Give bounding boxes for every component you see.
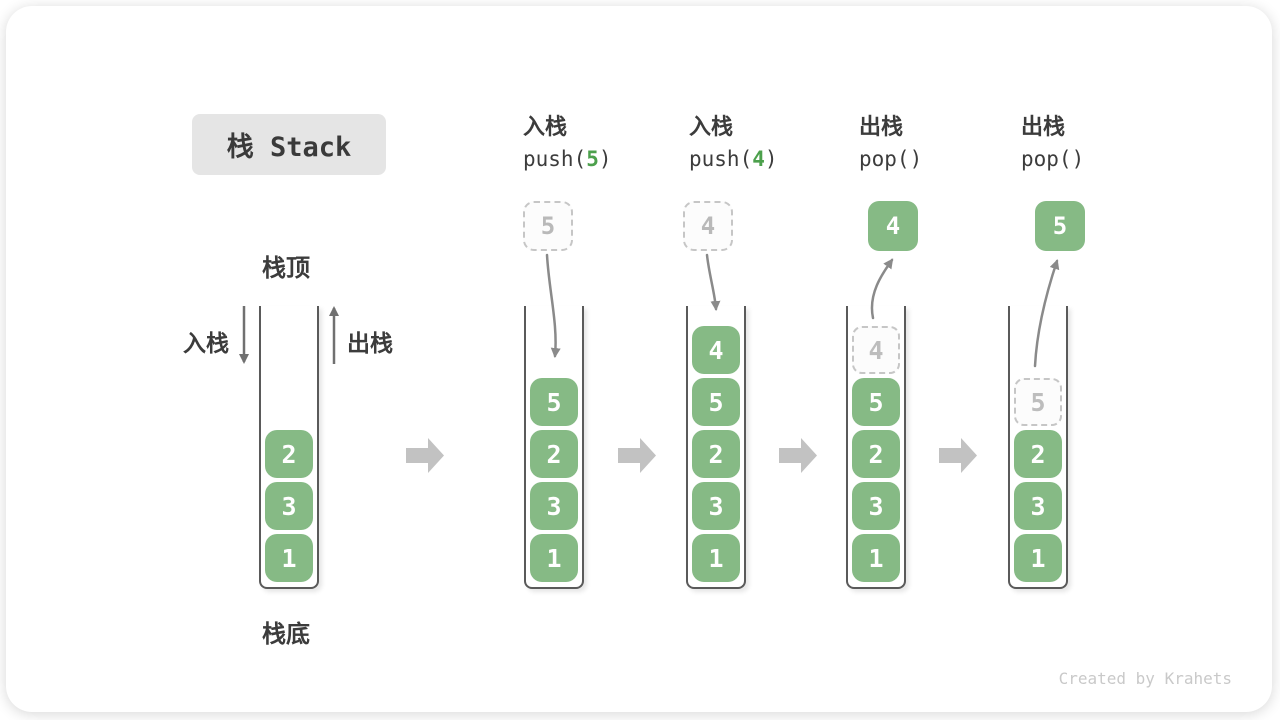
- stack-container-4: 4 5 2 3 1: [846, 306, 906, 589]
- op-cn-label: 出栈: [859, 115, 904, 140]
- op-code-label: pop(): [859, 143, 1029, 175]
- stack-element: 2: [852, 430, 900, 478]
- popped-slot-ghost: 4: [852, 326, 900, 374]
- watermark: Created by Krahets: [1058, 669, 1232, 688]
- stack-element: 1: [265, 534, 313, 582]
- code-text: pop(): [1021, 147, 1085, 171]
- code-arg: 4: [752, 147, 765, 171]
- stack-element: 3: [530, 482, 578, 530]
- stack-top-label: 栈顶: [262, 254, 310, 282]
- stack-container-2: 5 2 3 1: [524, 306, 584, 589]
- stack-element: 4: [692, 326, 740, 374]
- stack-element: 5: [692, 378, 740, 426]
- stack-element: 1: [692, 534, 740, 582]
- stack-element: 1: [1014, 534, 1062, 582]
- op-header-push-4: 入栈 push(4): [689, 113, 859, 175]
- popped-slot-ghost: 5: [1014, 378, 1062, 426]
- stack-element: 5: [530, 378, 578, 426]
- stack-container-3: 4 5 2 3 1: [686, 306, 746, 589]
- push-direction-label: 入栈: [183, 331, 229, 357]
- stack-element: 3: [692, 482, 740, 530]
- diagram-card: 栈 Stack 入栈 push(5) 入栈 push(4) 出栈 pop() 出…: [6, 6, 1272, 712]
- push-4-arrow-icon: [705, 253, 721, 311]
- op-header-pop-2: 出栈 pop(): [1021, 113, 1191, 175]
- stack-element: 3: [265, 482, 313, 530]
- stack-element: 2: [1014, 430, 1062, 478]
- step-arrow-icon: [779, 438, 817, 473]
- incoming-element-5: 5: [523, 201, 573, 251]
- stack-element: 2: [692, 430, 740, 478]
- op-header-push-5: 入栈 push(5): [523, 113, 693, 175]
- stack-element: 2: [265, 430, 313, 478]
- stack-container-5: 5 2 3 1: [1008, 306, 1068, 589]
- code-text: push(: [523, 147, 587, 171]
- popped-element-4: 4: [868, 201, 918, 251]
- stack-element: 5: [852, 378, 900, 426]
- stack-element: 1: [530, 534, 578, 582]
- stack-container-1: 2 3 1: [259, 306, 319, 589]
- op-cn-label: 入栈: [523, 115, 568, 140]
- stack-element: 1: [852, 534, 900, 582]
- arrows-overlay: [239, 253, 1060, 368]
- code-arg: 5: [586, 147, 599, 171]
- code-text: ): [598, 147, 612, 171]
- incoming-element-4: 4: [683, 201, 733, 251]
- op-code-label: pop(): [1021, 143, 1191, 175]
- code-text: push(: [689, 147, 753, 171]
- code-text: pop(): [859, 147, 923, 171]
- stack-element: 3: [852, 482, 900, 530]
- op-code-label: push(5): [523, 143, 693, 175]
- op-code-label: push(4): [689, 143, 859, 175]
- step-arrow-icon: [406, 438, 444, 473]
- popped-element-5: 5: [1035, 201, 1085, 251]
- stack-element: 2: [530, 430, 578, 478]
- op-header-pop-1: 出栈 pop(): [859, 113, 1029, 175]
- op-cn-label: 出栈: [1021, 115, 1066, 140]
- step-arrow-icon: [939, 438, 977, 473]
- code-text: ): [764, 147, 778, 171]
- step-arrow-icon: [618, 438, 656, 473]
- stack-bottom-label: 栈底: [262, 620, 310, 648]
- diagram-title: 栈 Stack: [192, 114, 386, 175]
- op-cn-label: 入栈: [689, 115, 734, 140]
- stack-element: 3: [1014, 482, 1062, 530]
- pop-direction-label: 出栈: [347, 331, 393, 357]
